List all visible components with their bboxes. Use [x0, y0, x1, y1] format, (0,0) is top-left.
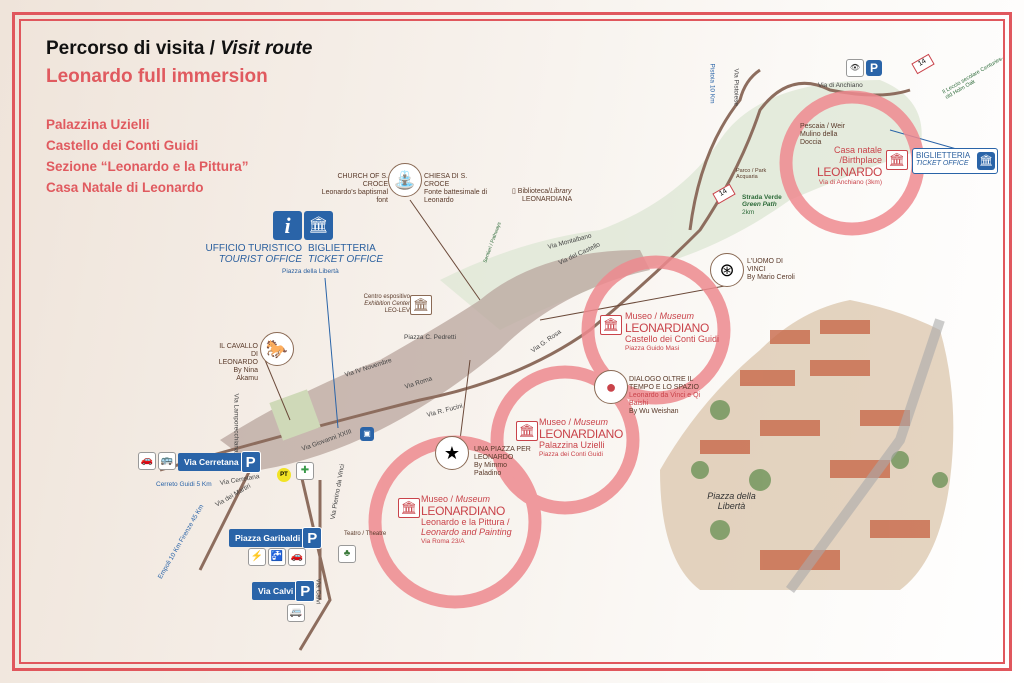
page-subtitle: Leonardo full immersion: [46, 66, 268, 87]
teatro-label: Teatro / Theatre: [344, 531, 387, 537]
street-label: Via Pistoiese: [732, 68, 740, 106]
stop-item: Casa Natale di Leonardo: [46, 180, 204, 195]
ticket-icon[interactable]: 🏛: [304, 211, 333, 240]
road-illustration: [785, 318, 945, 593]
museum-address: Piazza Guido Masi: [625, 344, 680, 352]
post-office-icon: PT: [277, 468, 291, 482]
sculpture-icon[interactable]: ●: [594, 370, 628, 404]
car-icon: 🚗: [138, 452, 156, 470]
outer-frame: [12, 12, 1012, 671]
museum-name: LEONARDIANO: [539, 426, 624, 441]
museum-subtitle-en: Leonardo and Painting: [421, 526, 512, 537]
town-illustration: [660, 300, 954, 590]
ticket-label: BIGLIETTERIA: [916, 151, 971, 160]
ticket-office-place: Piazza della Libertà: [282, 268, 339, 275]
museum-label: Museo / Museum: [421, 494, 491, 504]
trees: [691, 400, 948, 540]
street-label: Via Calvi: [314, 578, 322, 605]
museum-name: LEONARDIANO: [421, 503, 506, 518]
museum-name: LEONARDIANO: [625, 320, 710, 335]
info-icon[interactable]: i: [273, 211, 302, 240]
direction-label: Pistoia 10 Km: [708, 63, 716, 104]
museum-icon: 🏛: [600, 315, 622, 335]
camper-icon: 🚐: [287, 604, 305, 622]
ticket-office-2[interactable]: BIGLIETTERIA TICKET OFFICE 🏛: [912, 148, 998, 174]
museum-uzielli[interactable]: Museo / Museum LEONARDIANO Palazzina Uzi…: [539, 417, 624, 458]
street-label: Via di Anchiano: [818, 82, 863, 89]
street-label: Via Lamporecchiana: [232, 393, 240, 453]
museum-casa-natale[interactable]: Casa natale /Birthplace LEONARDO Via di …: [790, 145, 882, 186]
park-icon: ♣: [338, 545, 356, 563]
ev-charging-icon: ⚡: [248, 548, 266, 566]
museum-label: Casa natale /Birthplace: [833, 145, 882, 165]
museum-subtitle: Leonardo e la Pittura /: [421, 517, 510, 528]
museum-subtitle: Palazzina Uzielli: [539, 440, 605, 451]
piazza-liberta-label: Piazza della Libertà: [707, 491, 756, 512]
museum-address: Piazza dei Conti Guidi: [539, 450, 603, 458]
horse-statue-icon[interactable]: 🐎: [260, 332, 294, 366]
parking-icon: P: [302, 527, 323, 549]
museum-icon: 🏛: [886, 150, 908, 170]
town-roofs: [700, 320, 930, 570]
ticket-pointer: [889, 129, 961, 151]
stop-item: Sezione “Leonardo e la Pittura”: [46, 159, 249, 174]
museum-pittura[interactable]: Museo / Museum LEONARDIANO Leonardo e la…: [421, 494, 512, 545]
museum-label: Museo / Museum: [539, 417, 609, 427]
museum-label: Museo / Museum: [625, 311, 695, 321]
exhibition-icon: 🏛: [410, 295, 432, 315]
bus-stop-icon: ▣: [360, 427, 374, 441]
direction-label: Cerreto Guidi 5 Km: [156, 481, 212, 488]
water-icon: 🚰: [268, 548, 286, 566]
museum-subtitle: Castello dei Conti Guidi: [625, 334, 720, 345]
parking-icon: P: [295, 580, 316, 602]
inner-frame: [19, 19, 1005, 664]
stop-item: Castello dei Conti Guidi: [46, 138, 199, 153]
street-label: Piazza C. Pedretti: [404, 334, 457, 341]
museum-castello[interactable]: Museo / Museum LEONARDIANO Castello dei …: [625, 311, 720, 352]
pharmacy-icon: ✚: [296, 462, 314, 480]
road-pistoiese: [688, 68, 761, 231]
route-stops: Palazzina Uzielli Castello dei Conti Gui…: [46, 114, 249, 198]
baptismal-font-icon[interactable]: ⛲: [388, 163, 422, 197]
town-area: [220, 250, 650, 470]
vitruvian-man-icon[interactable]: ⊛: [710, 253, 744, 287]
route-circle-castello: [581, 255, 731, 405]
bus-icon: 🚌: [158, 452, 176, 470]
tourist-office-pointer: [324, 277, 339, 429]
museum-name: LEONARDO: [817, 164, 882, 179]
museum-icon: 🏛: [516, 421, 538, 441]
stop-item: Palazzina Uzielli: [46, 117, 150, 132]
museum-address: Via Roma 23/A: [421, 537, 465, 545]
museum-icon: 🏛: [398, 498, 420, 518]
page-title: Percorso di visita / Visit route: [46, 38, 313, 59]
parco-label: Parco / Park Acquaria: [736, 168, 767, 181]
parking-icon: P: [240, 451, 261, 473]
pointer-lines: [264, 199, 731, 441]
museum-address: Via di Anchiano (3km): [818, 178, 882, 186]
car-icon: 🚗: [288, 548, 306, 566]
library-icon: ▯: [512, 188, 518, 195]
parking-icon[interactable]: P: [866, 60, 882, 76]
ticket-icon: 🏛: [977, 152, 995, 170]
ticket-label-en: TICKET OFFICE: [916, 160, 969, 167]
viewpoint-icon[interactable]: 👁: [846, 59, 864, 77]
route-circle-uzielli: [490, 365, 640, 515]
star-sculpture-icon[interactable]: ★: [435, 436, 469, 470]
